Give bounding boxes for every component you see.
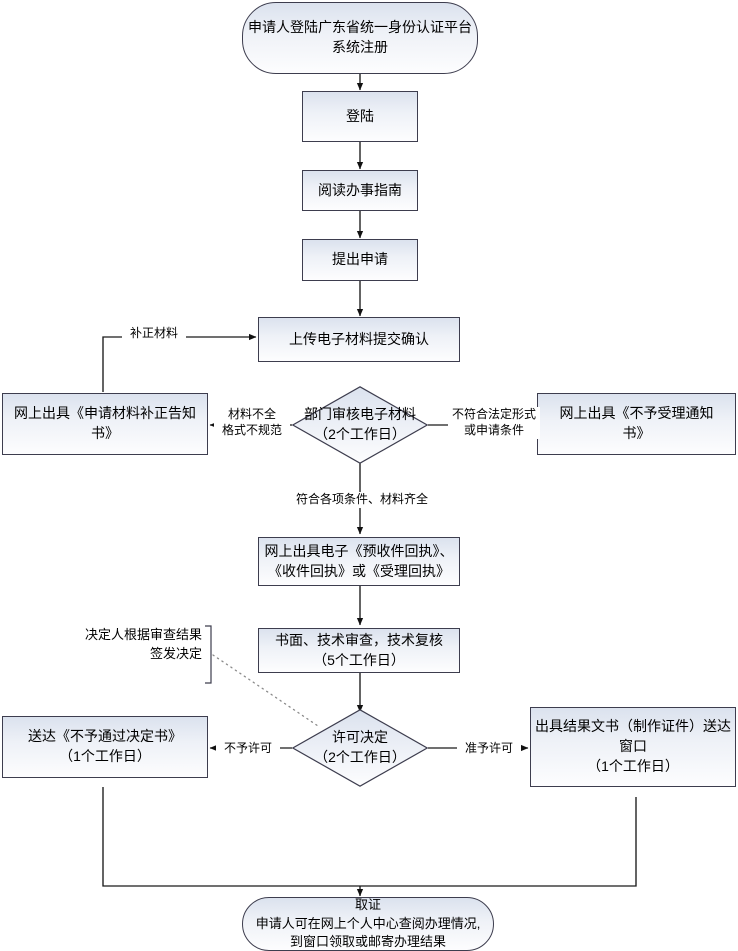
node-reject-notice[interactable]: 网上出具《不予受理通知 书》 (537, 393, 736, 455)
connector-supplement-back-to-upload (102, 333, 257, 392)
node-not-approved-delivery[interactable]: 送达《不予通过决定书》 （1个工作日） (2, 716, 208, 778)
annotation-decision-maker-note: 决定人根据审查结果 签发决定 (84, 627, 202, 661)
node-license-decision-label: 许可决定 （2个工作日） (314, 729, 406, 765)
node-approved-delivery[interactable]: 出具结果文书（制作证件）送达 窗口 （1个工作日） (530, 707, 736, 787)
node-end[interactable]: 取证 申请人可在网上个人中心查阅办理情况, 到窗口领取或邮寄办理结果 (242, 897, 494, 951)
annotation-bracket (205, 625, 212, 684)
node-upload-materials[interactable]: 上传电子材料提交确认 (258, 317, 460, 362)
edge-label-not-conforming: 不符合法定形式 或申请条件 (448, 407, 540, 439)
node-start[interactable]: 申请人登陆广东省统一身份认证平台 系统注册 (242, 2, 478, 74)
connector-not-approved-to-merge (102, 787, 360, 887)
node-review-decision[interactable]: 部门审核电子材料 （2个工作日） (292, 386, 428, 464)
edge-label-permitted: 准予许可 (457, 741, 521, 757)
node-login[interactable]: 登陆 (302, 91, 418, 142)
edge-label-conditions-met: 符合各项条件、材料齐全 (273, 492, 451, 508)
connector-approved-to-merge (360, 797, 637, 887)
edge-label-supplement-materials: 补正材料 (122, 326, 186, 342)
edge-label-materials-incomplete: 材料不全 格式不规范 (214, 407, 290, 439)
diamond-shape-license (292, 709, 428, 787)
node-license-decision[interactable]: 许可决定 （2个工作日） (292, 709, 428, 787)
node-technical-review[interactable]: 书面、技术审查，技术复核 （5个工作日） (258, 628, 460, 673)
node-read-guide[interactable]: 阅读办事指南 (302, 170, 418, 211)
node-submit-application[interactable]: 提出申请 (302, 239, 418, 281)
node-supplement-notice[interactable]: 网上出具《申请材料补正告知 书》 (2, 393, 208, 455)
node-receipt[interactable]: 网上出具电子《预收件回执》、 《收件回执》或《受理回执》 (258, 537, 460, 586)
node-review-decision-label: 部门审核电子材料 （2个工作日） (304, 406, 416, 442)
edge-label-not-permitted: 不予许可 (216, 741, 280, 757)
diamond-shape-review (292, 386, 428, 464)
